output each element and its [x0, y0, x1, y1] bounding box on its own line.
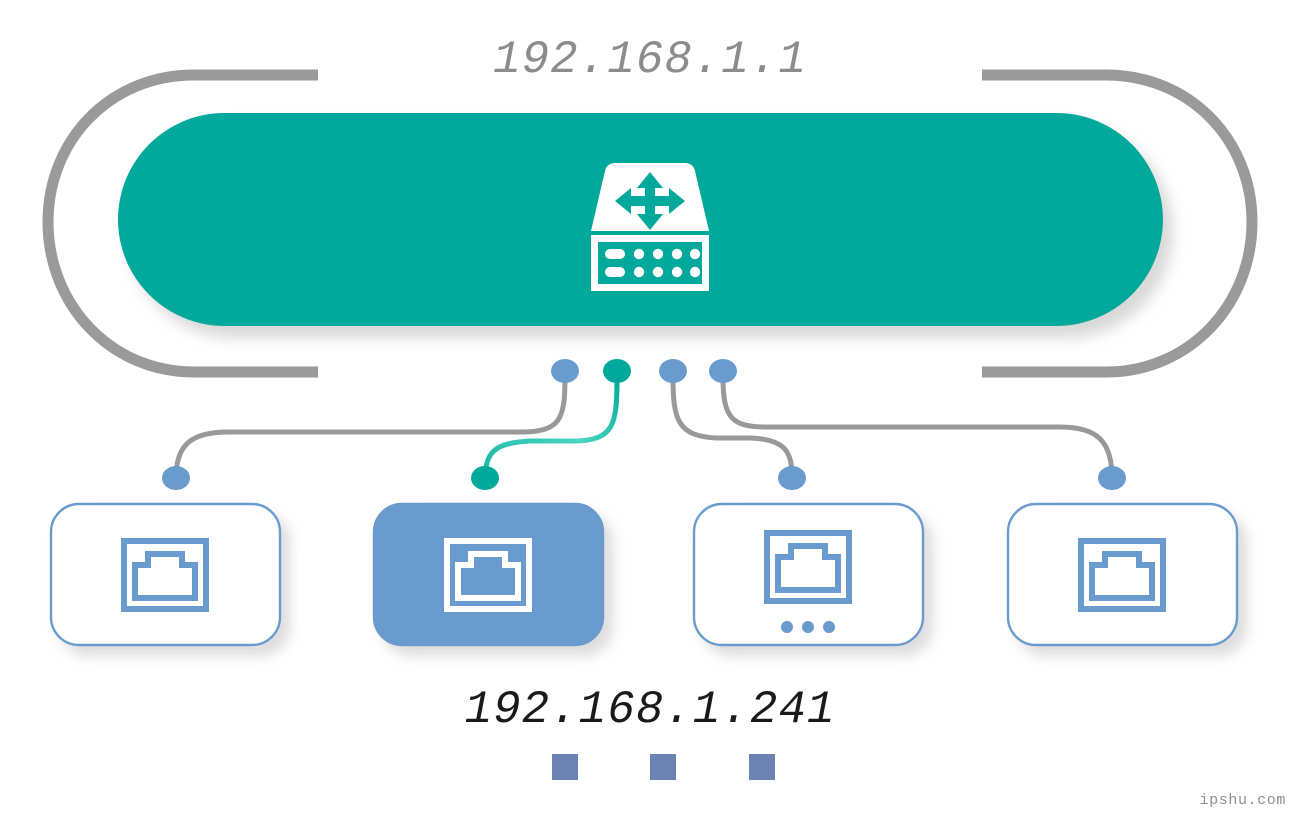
site-watermark: ipshu.com — [1199, 792, 1286, 809]
device-node-4[interactable] — [1006, 502, 1239, 647]
ethernet-port-icon-4 — [1078, 538, 1166, 612]
host-indicator-2 — [650, 754, 676, 780]
ethernet-port-icon-2 — [444, 538, 532, 612]
device-node-3[interactable] — [692, 502, 925, 647]
endpoint-dot-1[interactable] — [162, 466, 190, 490]
link-line-1 — [173, 375, 568, 481]
device-box-4 — [1006, 502, 1239, 647]
left-bracket-icon — [42, 69, 318, 378]
uplink-port-dot-3[interactable] — [659, 359, 687, 383]
device-box-2-selected — [372, 502, 605, 647]
host-indicator-squares — [552, 754, 775, 780]
endpoint-dot-2[interactable] — [471, 466, 499, 490]
host-indicator-3 — [749, 754, 775, 780]
endpoint-dot-3[interactable] — [778, 466, 806, 490]
right-bracket-icon — [982, 69, 1258, 378]
uplink-port-dot-4[interactable] — [709, 359, 737, 383]
link-line-2 — [482, 375, 620, 481]
switch-node[interactable] — [118, 113, 1163, 326]
gateway-ip-label: 192.168.1.1 — [493, 34, 807, 86]
uplink-port-dot-1[interactable] — [551, 359, 579, 383]
endpoint-dot-4[interactable] — [1098, 466, 1126, 490]
ethernet-port-icon-1 — [121, 538, 209, 612]
link-line-4 — [720, 375, 1115, 481]
uplink-port-dots — [551, 359, 737, 383]
selected-host-ip-label: 192.168.1.241 — [464, 684, 836, 736]
device-node-1[interactable] — [49, 502, 282, 647]
device-box-3 — [692, 502, 925, 647]
device-box-1 — [49, 502, 282, 647]
link-lines — [173, 375, 1115, 481]
host-indicator-1 — [552, 754, 578, 780]
link-line-3 — [670, 375, 795, 481]
switch-brackets — [42, 69, 1258, 378]
uplink-port-dot-2[interactable] — [603, 359, 631, 383]
network-switch-icon — [591, 163, 709, 291]
device-endpoint-dots — [162, 466, 1126, 490]
more-devices-ellipsis-icon — [781, 621, 835, 633]
device-node-2[interactable] — [372, 502, 605, 647]
ethernet-port-icon-3 — [764, 530, 852, 604]
